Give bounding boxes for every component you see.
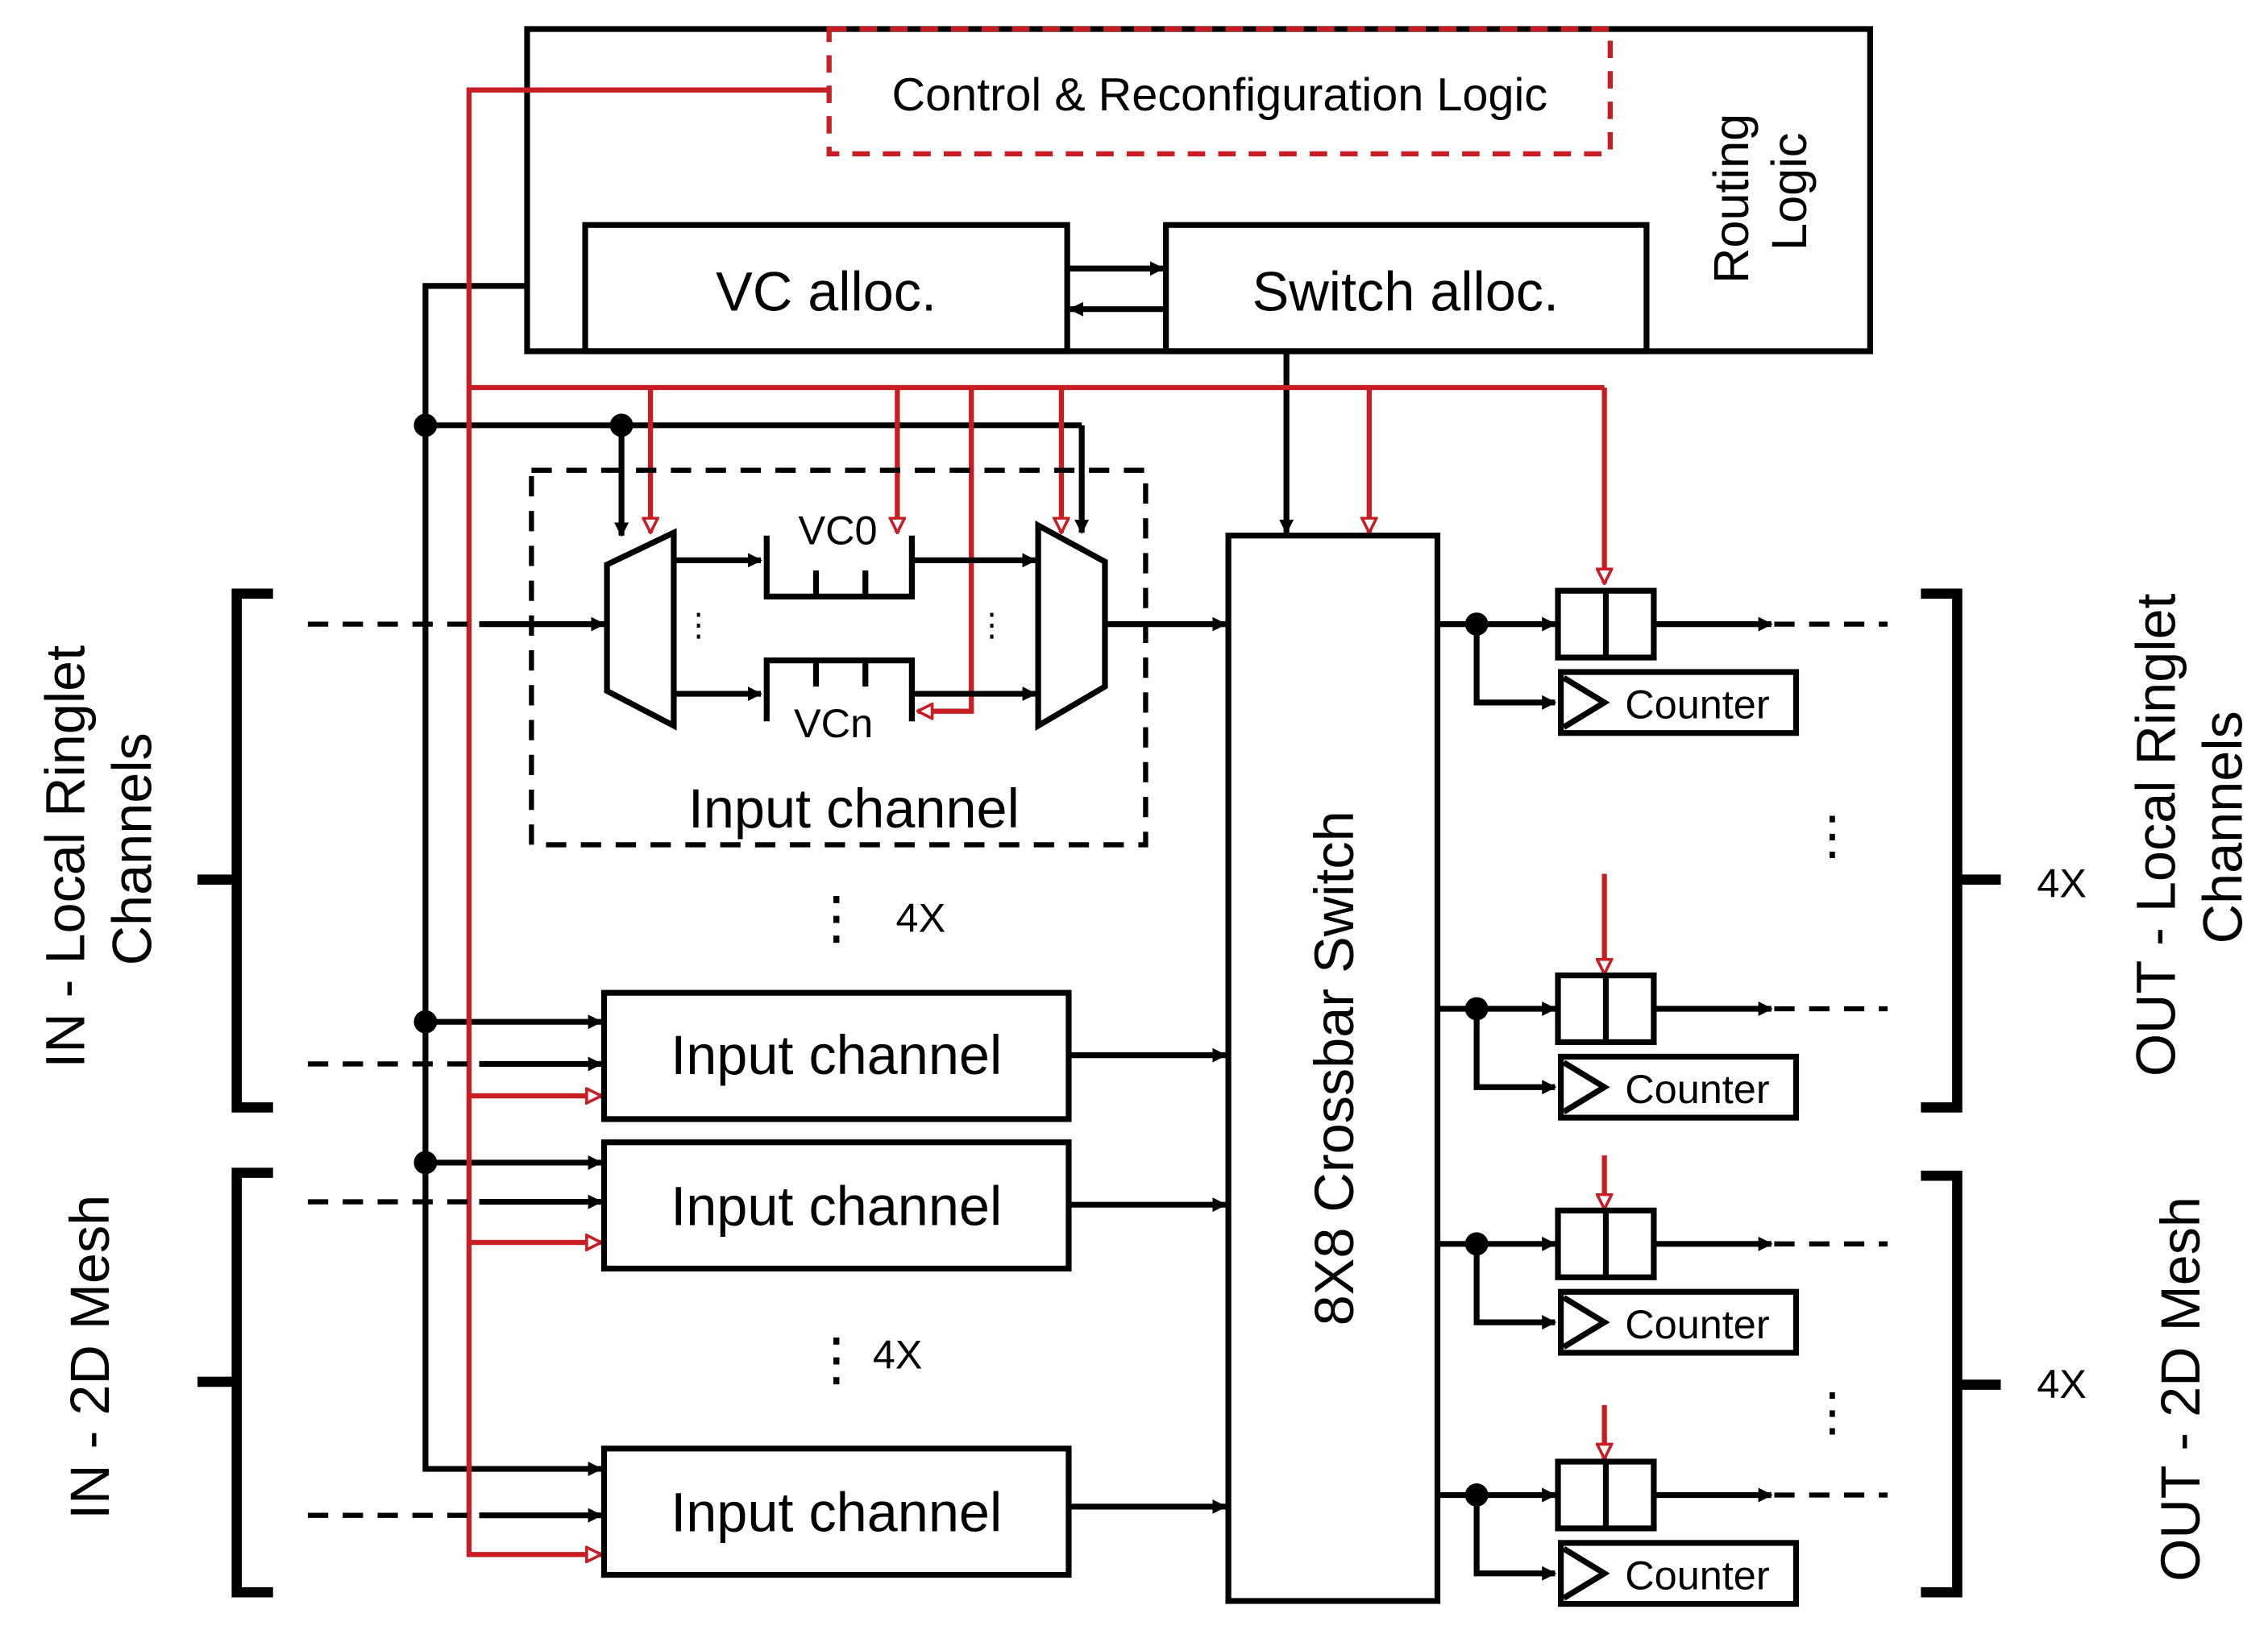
output-mux	[1035, 521, 1108, 732]
svg-text:⋮: ⋮	[1806, 806, 1859, 865]
input-channel-local: Input channel	[307, 989, 1227, 1122]
out-local-repeat: 4X	[2037, 860, 2087, 906]
crossbar-label: 8X8 Crossbar Switch	[1303, 811, 1365, 1325]
vcn-label: VCn	[794, 700, 873, 746]
svg-text:Input channel: Input channel	[671, 1024, 1002, 1086]
switch-alloc-box	[1163, 222, 1650, 355]
input-demux	[604, 528, 677, 731]
counter-box: Counter	[1558, 1053, 1800, 1121]
output-port-3: Counter	[1437, 1207, 1888, 1356]
svg-text:⋮: ⋮	[808, 1327, 866, 1392]
input-channel-detail: VC0 VCn ⋮ ⋮ Input channel	[307, 467, 1227, 848]
input-channel-mesh-1: Input channel	[307, 1139, 1227, 1272]
output-buffer	[1555, 972, 1657, 1046]
control-wires-red	[466, 87, 1605, 1555]
vc0-buffer	[763, 535, 915, 599]
routing-logic-title: Routing Logic	[1704, 100, 1817, 284]
routing-logic-block: Routing Logic Control & Reconfiguration …	[524, 26, 1873, 355]
counter-label: Counter	[1625, 1066, 1769, 1112]
out-local-label: OUT - Local Ringlet Channels	[2125, 578, 2254, 1076]
brackets	[197, 588, 2001, 1598]
counter-label: Counter	[1625, 1553, 1769, 1599]
out-mesh-repeat: 4X	[2037, 1361, 2087, 1407]
input-channel-mesh-2: Input channel	[307, 1445, 1227, 1578]
in-local-label: IN - Local Ringlet Channels	[35, 630, 164, 1068]
output-buffer	[1555, 587, 1657, 661]
control-reconfig-label: Control & Reconfiguration Logic	[891, 69, 1547, 121]
counter-label: Counter	[1625, 1301, 1769, 1347]
svg-text:⋮: ⋮	[976, 608, 1008, 643]
output-buffer	[1555, 1207, 1657, 1280]
output-port-1: Counter	[1437, 587, 1888, 736]
output-port-4: Counter	[1437, 1458, 1888, 1607]
vcn-buffer	[763, 657, 915, 722]
crossbar-switch: 8X8 Crossbar Switch	[1225, 533, 1441, 1604]
vc-alloc-label: VC alloc.	[716, 261, 937, 323]
svg-text:Input channel: Input channel	[671, 1175, 1002, 1237]
vc0-label: VC0	[798, 508, 877, 554]
svg-text:⋮: ⋮	[808, 886, 866, 951]
input-channel-detail-caption: Input channel	[688, 778, 1020, 840]
control-wires-black	[413, 283, 1294, 1477]
svg-text:⋮: ⋮	[1806, 1382, 1859, 1441]
local-input-repeat: 4X	[896, 895, 946, 941]
in-mesh-label: IN - 2D Mesh	[59, 1195, 121, 1520]
switch-alloc-label: Switch alloc.	[1252, 261, 1559, 323]
svg-text:⋮: ⋮	[683, 608, 715, 643]
out-mesh-label: OUT - 2D Mesh	[2150, 1197, 2212, 1582]
counter-box: Counter	[1558, 1288, 1800, 1356]
input-channels: ⋮ 4X Input channel Input channel ⋮ 4X In…	[307, 886, 1227, 1578]
counter-box: Counter	[1558, 669, 1800, 736]
mesh-input-repeat: 4X	[873, 1332, 923, 1378]
svg-text:Input channel: Input channel	[671, 1482, 1002, 1544]
vc-alloc-box	[582, 222, 1070, 355]
counter-box: Counter	[1558, 1540, 1800, 1607]
output-buffer	[1555, 1458, 1657, 1532]
output-port-2: Counter	[1437, 972, 1888, 1121]
counter-label: Counter	[1625, 682, 1769, 728]
